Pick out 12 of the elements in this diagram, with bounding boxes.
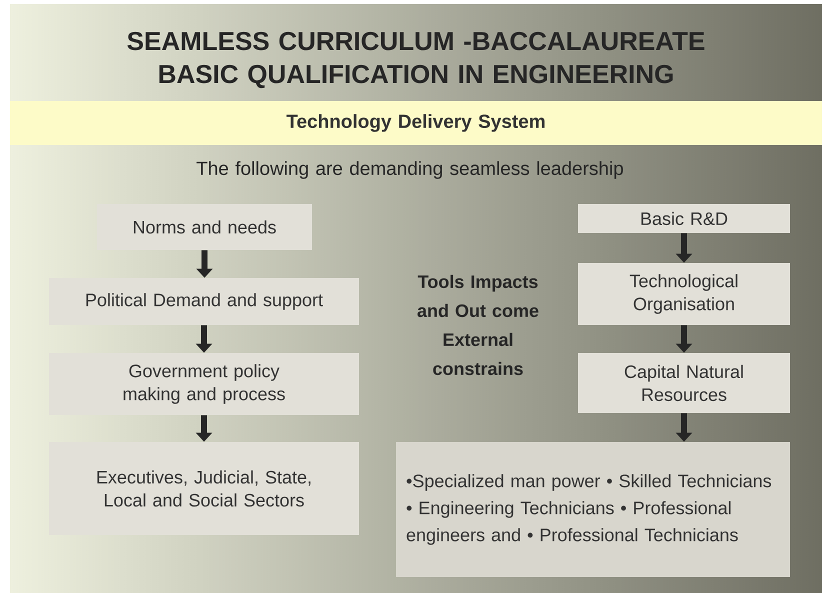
process-box: Executives, Judicial, State, Local and Social Sectors [49,442,359,535]
process-box: Political Demand and support [49,278,359,325]
process-box: Technological Organisation [578,263,790,325]
process-box: Capital Natural Resources [578,353,790,413]
process-box: Norms and needs [97,204,312,250]
center-note: Tools Impacts and Out come External constrains [418,274,538,376]
subtitle: The following are demanding seamless leadership [196,161,623,179]
bullet-list-box: •Specialized man power • Skilled Technicians • Engineering Technicians • Professional engineers and • Professional Technicians [396,442,790,577]
banner: Technology Delivery System [10,101,822,145]
title: SEAMLESS CURRICULUM -BACCALAUREATE BASIC QUALIFICATION IN ENGINEERING [127,32,704,88]
process-box: Government policy making and process [49,353,359,415]
process-box: Basic R&D [578,204,790,233]
